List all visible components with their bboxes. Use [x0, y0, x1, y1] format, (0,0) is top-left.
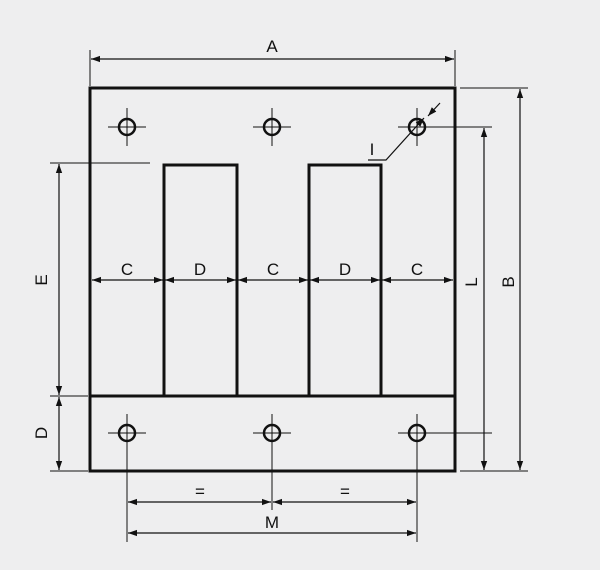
label-a: A	[266, 37, 278, 56]
dimension-lines	[55, 55, 524, 537]
window-right	[307, 163, 383, 398]
label-d-yoke: D	[32, 427, 51, 439]
label-e: E	[32, 274, 51, 285]
label-m: M	[265, 513, 279, 532]
label-c-left: C	[121, 260, 133, 279]
label-equal-right: =	[340, 482, 350, 501]
label-d-left: D	[194, 260, 206, 279]
leader-i	[368, 117, 425, 161]
label-c-right: C	[411, 260, 423, 279]
dimension-labels: A C D C D C I = = M E D L B	[32, 37, 518, 532]
label-b: B	[499, 276, 518, 287]
extension-lines	[50, 50, 528, 472]
label-i: I	[370, 140, 375, 159]
label-equal-left: =	[195, 482, 205, 501]
centerlines	[108, 108, 492, 542]
label-c-center: C	[267, 260, 279, 279]
label-l: L	[462, 277, 481, 286]
label-d-right: D	[339, 260, 351, 279]
window-left	[162, 163, 239, 398]
